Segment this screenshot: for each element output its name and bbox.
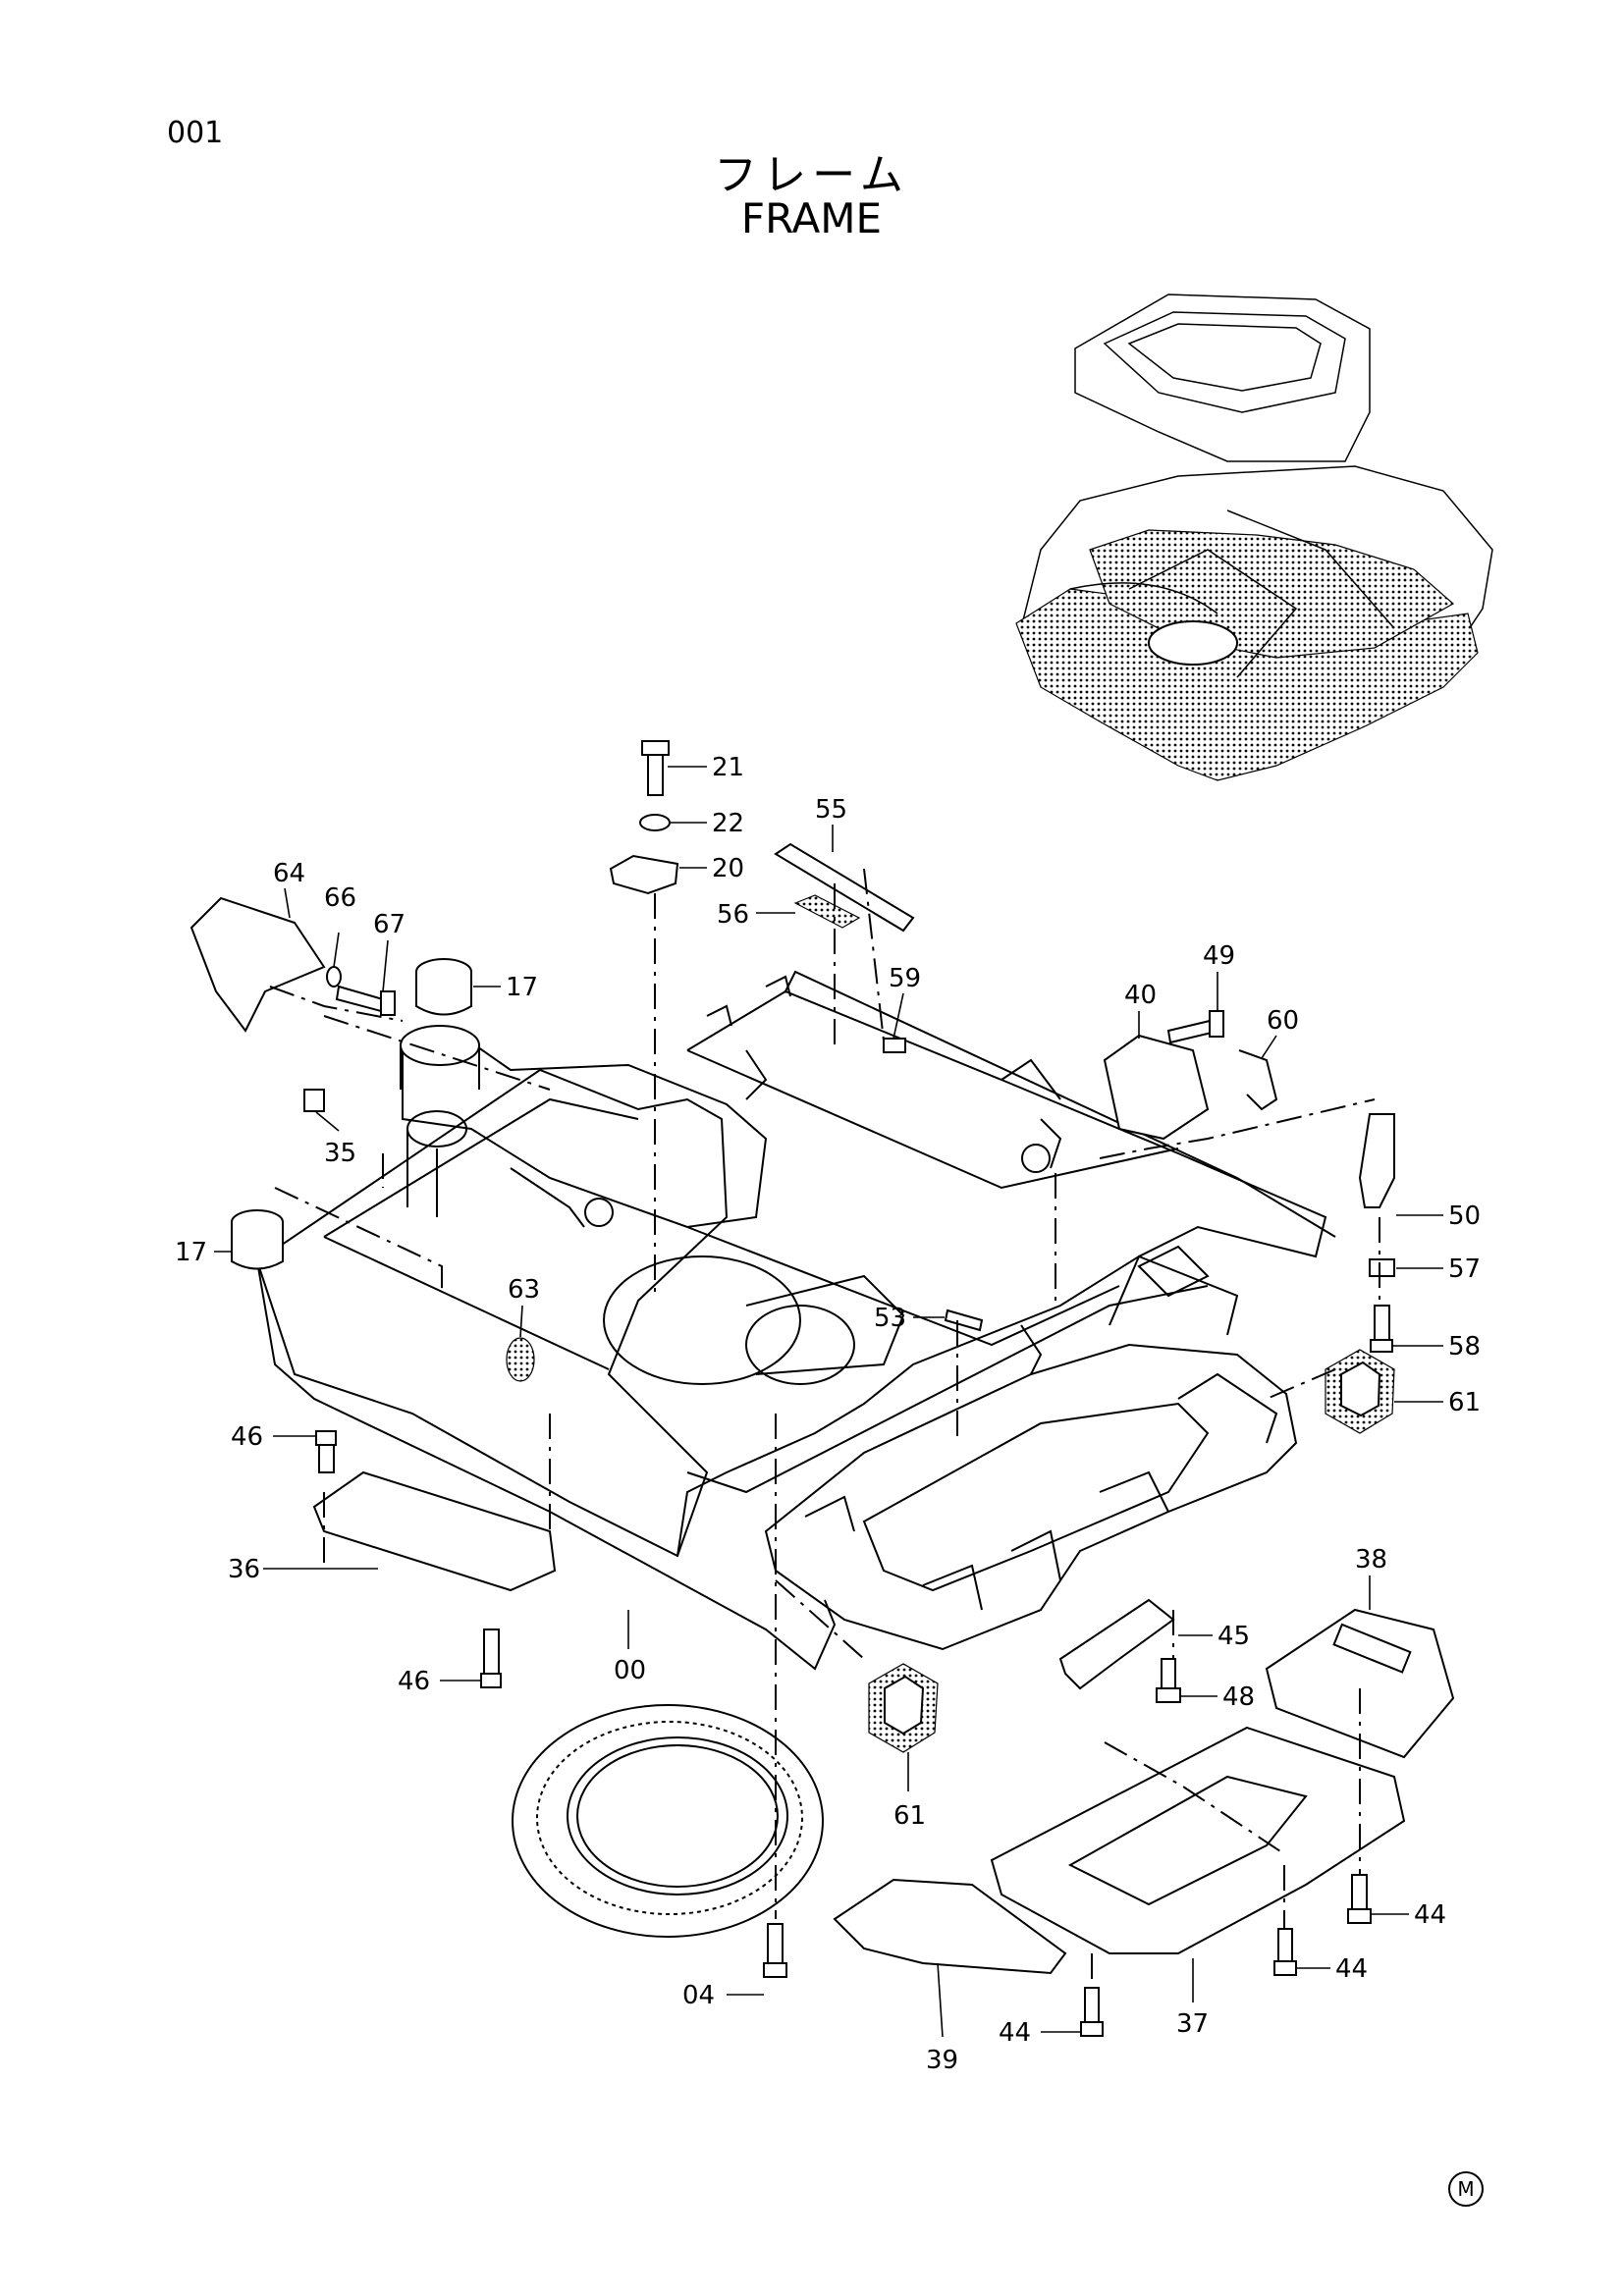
plate-40 [1103,1034,1210,1141]
callout-leaders [214,766,1443,2038]
swing-bearing-ring [512,1704,824,1938]
fasteners [231,740,1395,2037]
callout-40: 40 [1124,981,1157,1010]
undercover-37 [990,1726,1406,1954]
callout-49: 49 [1203,941,1235,971]
undercover-38 [1265,1608,1455,1759]
callout-56: 56 [717,900,749,930]
callout-labels: 21 22 20 55 56 59 64 66 67 17 49 40 60 3… [175,753,1481,2075]
callout-53: 53 [874,1304,906,1333]
callout-50: 50 [1448,1201,1481,1231]
page-number: 001 [167,116,224,150]
strip-55 [774,842,915,933]
callout-48: 48 [1222,1682,1255,1712]
callout-60: 60 [1267,1006,1299,1036]
machine-overview-illustration [1015,294,1493,781]
callout-00: 00 [614,1656,646,1685]
callout-17-top: 17 [506,973,538,1002]
pad-56 [793,894,861,929]
callout-63: 63 [508,1275,540,1305]
callout-37: 37 [1176,2009,1209,2039]
callout-44-c: 44 [999,2018,1031,2048]
callout-39: 39 [926,2046,958,2075]
callout-57: 57 [1448,1255,1481,1284]
callout-46-top: 46 [231,1422,263,1452]
callout-44-b: 44 [1335,1954,1368,1984]
callout-35: 35 [324,1139,356,1168]
callout-67: 67 [373,910,406,939]
callout-61-bottom: 61 [893,1801,926,1831]
callout-17-left: 17 [175,1238,207,1267]
manufacturer-mark: M [1448,2171,1484,2207]
plate-20 [609,854,679,895]
bracket-45 [1058,1598,1175,1690]
callout-46-bottom: 46 [398,1667,430,1696]
callout-22: 22 [712,809,744,838]
undercover-39 [833,1878,1067,1975]
callout-20: 20 [712,854,744,883]
callout-44-a: 44 [1414,1900,1446,1930]
callout-36: 36 [228,1555,260,1584]
callout-45: 45 [1217,1622,1250,1651]
callout-21: 21 [712,753,744,782]
callout-64: 64 [273,859,305,888]
callout-38: 38 [1355,1545,1387,1575]
callout-61-right: 61 [1448,1388,1481,1417]
title-english: FRAME [740,194,883,242]
callout-04: 04 [682,1981,715,2010]
callout-55: 55 [815,795,847,825]
main-frame-weldment [255,970,1336,1671]
callout-66: 66 [324,883,356,913]
callout-58: 58 [1448,1332,1481,1362]
title-japanese: フレーム [714,150,909,200]
alignment-lines [269,868,1380,1988]
hook-60 [1238,1049,1278,1111]
callout-59: 59 [889,964,921,993]
plate-36 [312,1470,557,1592]
plate-64 [189,896,326,1033]
